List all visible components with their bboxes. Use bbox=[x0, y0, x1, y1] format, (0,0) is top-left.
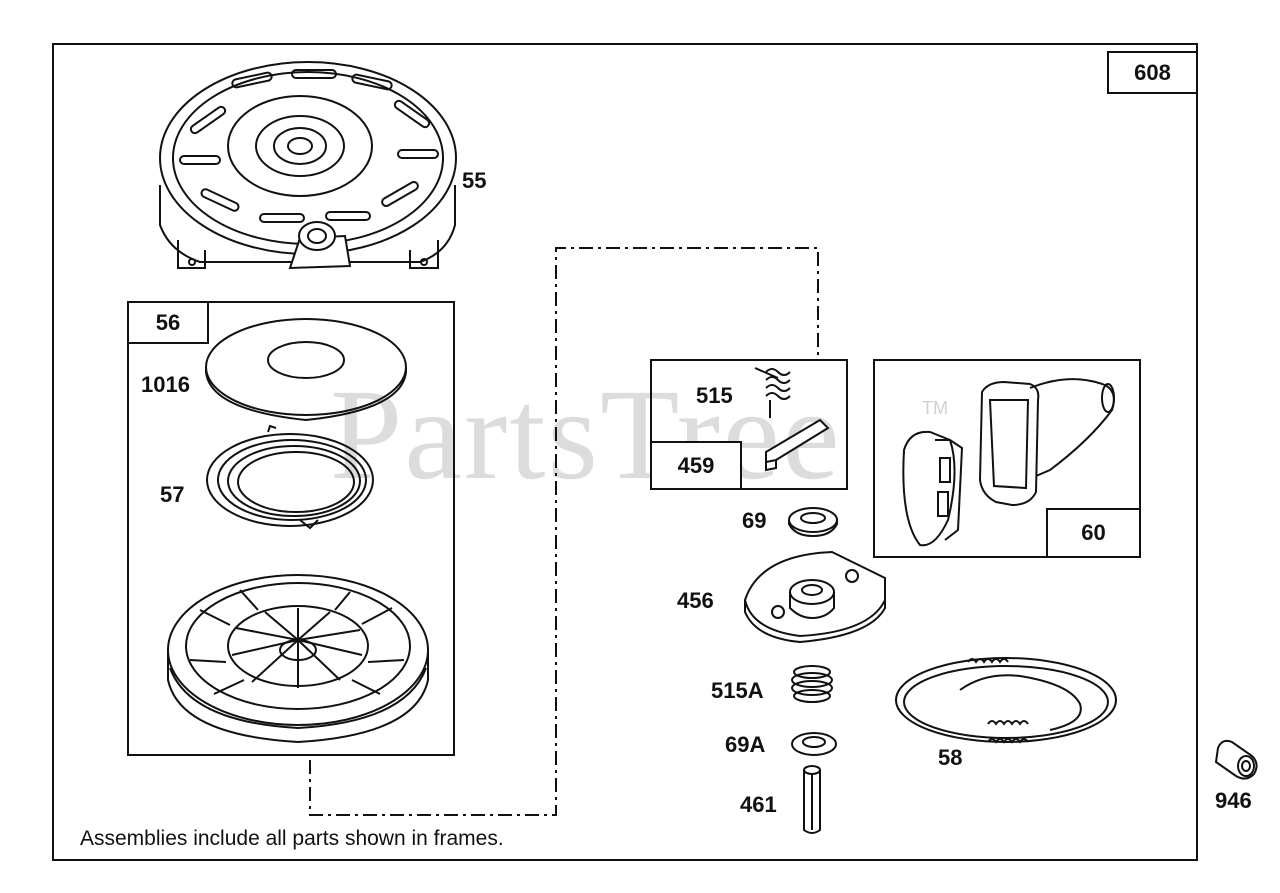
part-57-recoil-spring bbox=[206, 424, 374, 530]
diagram-frame bbox=[52, 43, 1198, 861]
part-58-rope bbox=[895, 657, 1117, 744]
part-456-retainer bbox=[743, 550, 886, 644]
part-55-starter-housing bbox=[159, 61, 457, 270]
watermark-trademark: TM bbox=[922, 398, 948, 418]
assembly-number-tag: 608 bbox=[1107, 51, 1198, 94]
frame-tag-60: 60 bbox=[1046, 508, 1141, 558]
part-515-spring bbox=[754, 367, 791, 418]
frame-pawl-assembly bbox=[650, 359, 848, 490]
part-60-handle bbox=[902, 378, 1115, 547]
part-515a-spring bbox=[791, 665, 833, 703]
label-part-456: 456 bbox=[677, 588, 714, 613]
pulley bbox=[167, 574, 429, 744]
part-69a-washer bbox=[791, 732, 837, 756]
label-part-69: 69 bbox=[742, 508, 767, 533]
watermark: PartsTree bbox=[330, 363, 842, 507]
frame-handle-assembly bbox=[873, 359, 1141, 558]
pawl-clip bbox=[765, 418, 830, 472]
label-part-69a: 69A bbox=[725, 732, 766, 757]
label-part-57: 57 bbox=[160, 482, 185, 507]
frame-tag-459: 459 bbox=[650, 441, 742, 490]
footnote: Assemblies include all parts shown in fr… bbox=[80, 827, 504, 850]
part-69-washer bbox=[788, 507, 838, 538]
label-part-461: 461 bbox=[740, 792, 777, 817]
label-part-55: 55 bbox=[462, 168, 487, 193]
label-part-515a: 515A bbox=[711, 678, 764, 703]
label-part-58: 58 bbox=[938, 745, 963, 770]
part-1016-washer bbox=[205, 318, 407, 422]
frame-pulley-assembly bbox=[127, 301, 455, 756]
frame-tag-56: 56 bbox=[127, 301, 209, 344]
part-461-pin bbox=[803, 765, 821, 834]
label-part-946: 946 bbox=[1215, 788, 1252, 813]
part-946-sleeve bbox=[1214, 739, 1258, 780]
label-part-1016: 1016 bbox=[141, 372, 190, 397]
label-part-515: 515 bbox=[696, 383, 733, 408]
